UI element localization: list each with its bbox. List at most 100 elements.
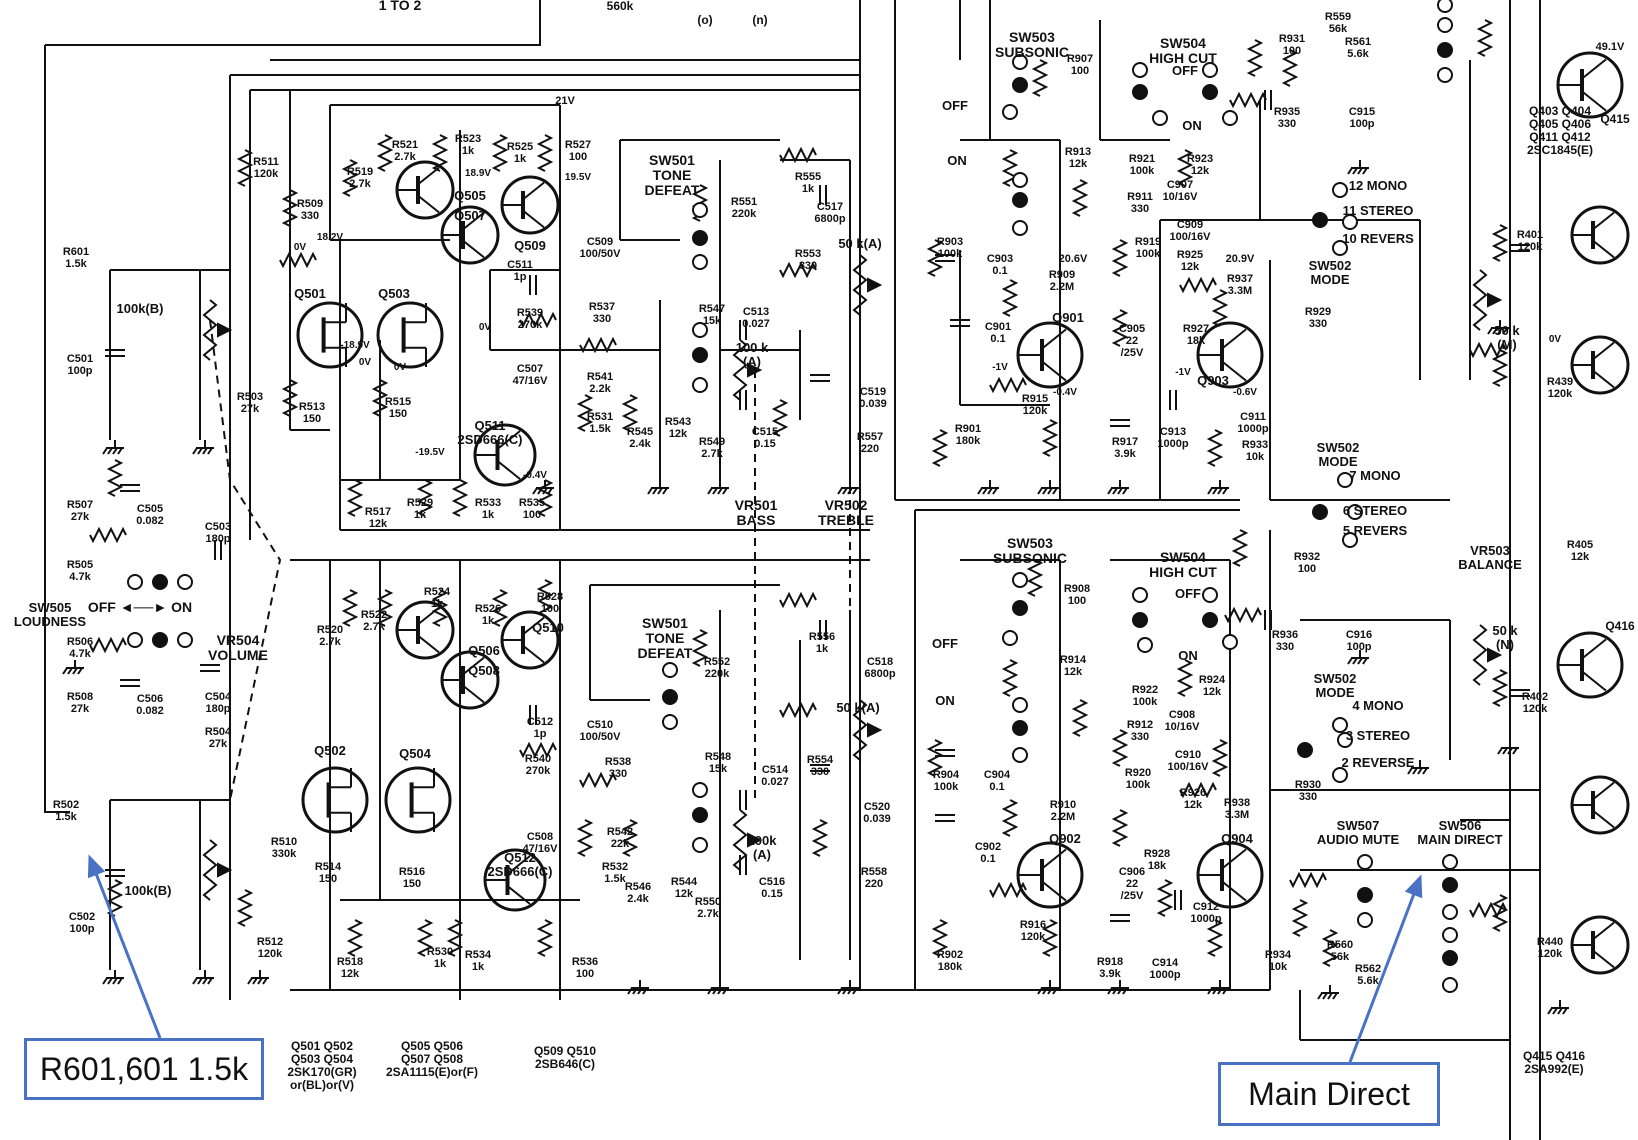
switch-terminal — [1342, 532, 1358, 548]
wiper-arrow — [217, 862, 233, 878]
treble-pot-bottom — [852, 699, 868, 761]
wiper-arrow — [217, 322, 233, 338]
label-vr501_val_top: 100 k(A) — [736, 340, 769, 369]
label-q904: Q904 — [1221, 831, 1254, 846]
label-q510: Q510 — [532, 620, 564, 635]
resistor-symbol — [1111, 239, 1129, 277]
switch-terminal — [1012, 54, 1028, 70]
resistor-symbol — [931, 919, 949, 957]
ground-symbol — [192, 440, 214, 455]
label-sw502c_pos2: 2 REVERSE — [1342, 755, 1415, 770]
capacitor-symbol — [935, 749, 955, 757]
resistor-symbol — [1026, 559, 1044, 597]
resistor-symbol — [1001, 279, 1019, 317]
resistor-symbol — [1469, 341, 1507, 359]
capacitor-symbol — [1110, 419, 1130, 427]
capacitor-symbol — [739, 855, 747, 875]
ground-symbol — [1407, 760, 1429, 775]
switch-terminal — [1137, 637, 1153, 653]
label-q502: Q502 — [314, 743, 346, 758]
capacitor-symbol — [950, 319, 970, 327]
transistor-q509 — [500, 175, 560, 235]
ground-symbol — [1347, 160, 1369, 175]
switch-terminal — [692, 202, 708, 218]
ground-symbol — [62, 660, 84, 675]
resistor-symbol — [1289, 871, 1327, 889]
transistor-q — [1570, 915, 1630, 975]
resistor-symbol — [1281, 49, 1299, 87]
transistor-q512 — [483, 848, 547, 912]
resistor-symbol — [1206, 429, 1224, 467]
ground-symbol — [837, 480, 859, 495]
transistor-q903 — [1196, 321, 1264, 389]
capacitor-symbol — [529, 275, 537, 295]
switch-terminal — [662, 714, 678, 730]
ground-symbol — [1487, 320, 1509, 335]
label-sw502a_pos11: 11 STEREO — [1343, 203, 1414, 218]
resistor-symbol — [446, 919, 464, 957]
voltage-annotation: 0V — [479, 322, 492, 333]
transistor-q — [1570, 205, 1630, 265]
transistor-q505 — [395, 160, 455, 220]
resistor-symbol — [341, 589, 359, 627]
resistor-symbol — [1071, 179, 1089, 217]
voltage-annotation: -18.9V — [340, 340, 370, 351]
resistor-symbol — [1476, 19, 1494, 57]
switch-terminal — [1437, 0, 1453, 13]
label-q505: Q505 — [454, 188, 486, 203]
capacitor-symbol — [739, 790, 747, 810]
resistor-symbol — [1001, 659, 1019, 697]
capacitor-symbol — [935, 814, 955, 822]
fet-q504 — [384, 766, 452, 834]
switch-terminal — [1337, 472, 1353, 488]
switch-terminal — [1012, 572, 1028, 588]
voltage-annotation: -0.4V — [1053, 387, 1077, 398]
header-fragment: 21V — [555, 95, 575, 107]
resistor-symbol — [1176, 659, 1194, 697]
label-sw502c_pos3: 3 STEREO — [1346, 728, 1410, 743]
label-vr100kb_top: 100k(B) — [117, 301, 164, 316]
switch-terminal — [1002, 104, 1018, 120]
label-q416: Q416 — [1605, 619, 1635, 633]
voltage-annotation: -0.6V — [1233, 387, 1257, 398]
resistor-symbol — [416, 479, 434, 517]
switch-terminal — [1332, 240, 1348, 256]
resistor-symbol — [1491, 349, 1509, 387]
resistor-symbol — [1224, 606, 1262, 624]
voltage-annotation: 0V — [359, 357, 372, 368]
switch-terminal — [692, 377, 708, 393]
r601-callout-arrow — [87, 854, 162, 1039]
label-sw502b_pos5: 5 REVERS — [1343, 523, 1408, 538]
